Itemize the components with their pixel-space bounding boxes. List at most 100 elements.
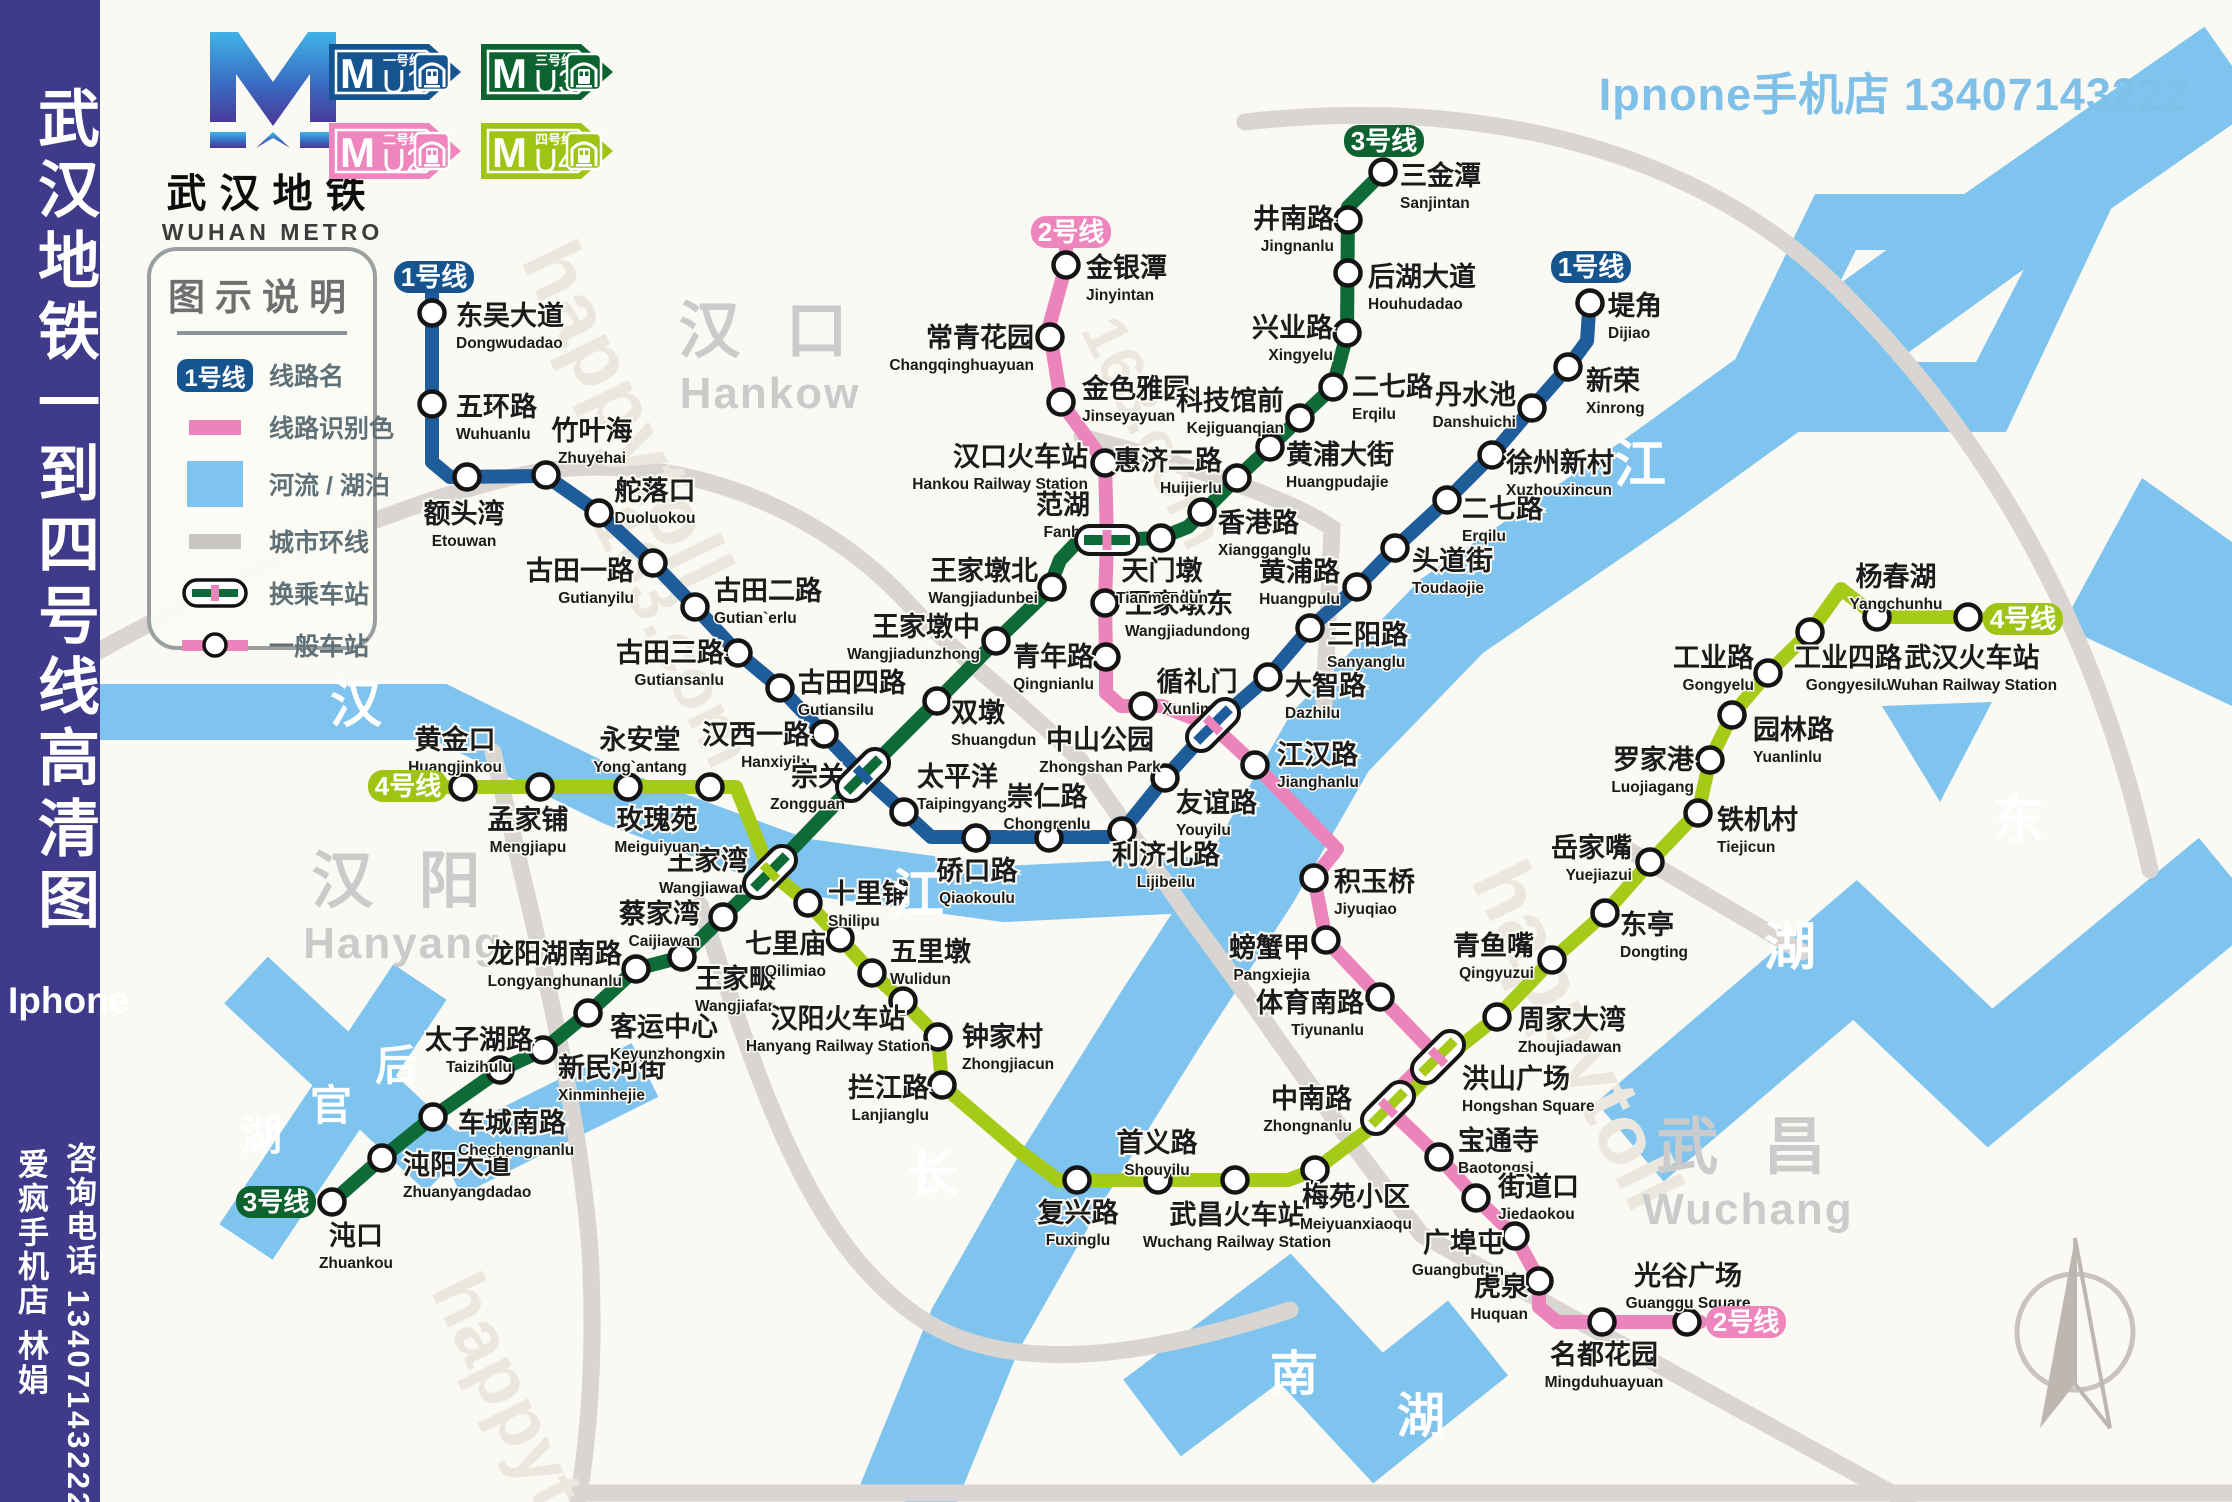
station-meiyuanxiaoqu[interactable]	[1300, 1155, 1330, 1185]
station-wangjiadunbei[interactable]	[1037, 572, 1067, 602]
station-chongrenlu[interactable]	[1034, 823, 1064, 853]
station-huangjinkou[interactable]	[448, 772, 478, 802]
transfer-station-王家湾[interactable]	[738, 840, 802, 904]
station-qingnianlu[interactable]	[1091, 642, 1121, 672]
station-huquan[interactable]	[1524, 1266, 1554, 1296]
transfer-station-中南路[interactable]	[1356, 1076, 1420, 1140]
transfer-station-宗关[interactable]	[831, 743, 895, 807]
station-dongting[interactable]	[1590, 898, 1620, 928]
station-wuchang-railway-station[interactable]	[1220, 1165, 1250, 1195]
station-yong-antang[interactable]	[613, 772, 643, 802]
station-erqilu[interactable]	[1432, 485, 1462, 515]
station-changqinghuayuan[interactable]	[1035, 322, 1065, 352]
station-sanjintan[interactable]	[1368, 157, 1398, 187]
station-hanyang-railway-station[interactable]	[888, 986, 918, 1016]
station-lanjianglu[interactable]	[927, 1070, 957, 1100]
station-meiguiyuan[interactable]	[695, 772, 725, 802]
station-label-en: Changqinghuayuan	[889, 357, 1034, 374]
station-huangpulu[interactable]	[1342, 572, 1372, 602]
station-gutiansanlu[interactable]	[723, 638, 753, 668]
station-guangbutun[interactable]	[1500, 1221, 1530, 1251]
station-label-en: Hanyang Railway Station	[746, 1038, 930, 1055]
station-label-zh: 杨春湖	[1856, 562, 1937, 592]
station-taipingyang[interactable]	[889, 797, 919, 827]
station-keyunzhongxin[interactable]	[573, 998, 603, 1028]
station-zhuanyangdadao[interactable]	[367, 1143, 397, 1173]
station-pangxiejia[interactable]	[1311, 925, 1341, 955]
station-gongyelu[interactable]	[1753, 658, 1783, 688]
station-gongyesilu[interactable]	[1795, 617, 1825, 647]
station-gutiansilu[interactable]	[765, 673, 795, 703]
station-youyilu[interactable]	[1150, 763, 1180, 793]
station-caijiawan[interactable]	[708, 902, 738, 932]
station-tianmendun[interactable]	[1146, 523, 1176, 553]
station-erqilu[interactable]	[1318, 372, 1348, 402]
station-xuzhouxincun[interactable]	[1477, 440, 1507, 470]
station-xinrong[interactable]	[1553, 352, 1583, 382]
station-xiangganglu[interactable]	[1187, 497, 1217, 527]
station-huijierlu[interactable]	[1222, 463, 1252, 493]
station-duoluokou[interactable]	[584, 498, 614, 528]
station-jingnanlu[interactable]	[1333, 205, 1363, 235]
station-longyanghunanlu[interactable]	[621, 954, 651, 984]
station-lijibeilu[interactable]	[1107, 816, 1137, 846]
station-tiyunanlu[interactable]	[1365, 982, 1395, 1012]
station-etouwan[interactable]	[452, 462, 482, 492]
station-shilipu[interactable]	[793, 888, 823, 918]
station-guanggu-square[interactable]	[1672, 1307, 1702, 1337]
station-dijiao[interactable]	[1575, 288, 1605, 318]
station-wuhuanlu[interactable]	[417, 389, 447, 419]
station-dongwudadao[interactable]	[417, 298, 447, 328]
station-tiejicun[interactable]	[1683, 798, 1713, 828]
station-taizihulu[interactable]	[485, 1055, 515, 1085]
station-jinseyayuan[interactable]	[1046, 387, 1076, 417]
station-jiyuqiao[interactable]	[1299, 863, 1329, 893]
station-huangpudajie[interactable]	[1255, 432, 1285, 462]
station-label-zh: 二七路	[1462, 493, 1544, 524]
station-zhuankou[interactable]	[317, 1187, 347, 1217]
station-dazhilu[interactable]	[1253, 662, 1283, 692]
station-zhoujiadawan[interactable]	[1482, 1002, 1512, 1032]
station-chechengnanlu[interactable]	[418, 1102, 448, 1132]
station-toudaojie[interactable]	[1380, 533, 1410, 563]
transfer-station-范湖[interactable]	[1074, 524, 1140, 556]
station-jinyintan[interactable]	[1051, 250, 1081, 280]
station-fuxinglu[interactable]	[1062, 1165, 1092, 1195]
station-qingyuzui[interactable]	[1537, 945, 1567, 975]
station-jianghanlu[interactable]	[1240, 750, 1270, 780]
station-wulidun[interactable]	[857, 958, 887, 988]
station-gutianyilu[interactable]	[638, 548, 668, 578]
station-hankou-railway-station[interactable]	[1090, 448, 1120, 478]
station-wangjiadundong[interactable]	[1090, 588, 1120, 618]
station-xinminhejie[interactable]	[528, 1035, 558, 1065]
station-kejiguanqian[interactable]	[1285, 403, 1315, 433]
station-yangchunhu[interactable]	[1862, 602, 1892, 632]
station-houhudadao[interactable]	[1333, 258, 1363, 288]
station-wangjiadunzhong[interactable]	[981, 626, 1011, 656]
transfer-station-循礼门[interactable]	[1181, 693, 1245, 757]
station-danshuichi[interactable]	[1517, 393, 1547, 423]
station-zhongshan-park[interactable]	[1128, 691, 1158, 721]
station-shouyilu[interactable]	[1143, 1165, 1173, 1195]
station-luojiagang[interactable]	[1695, 745, 1725, 775]
station-mengjiapu[interactable]	[525, 772, 555, 802]
station-hanxiyilu[interactable]	[809, 719, 839, 749]
station-mingduhuayuan[interactable]	[1587, 1307, 1617, 1337]
station-shuangdun[interactable]	[922, 686, 952, 716]
transfer-station-洪山广场[interactable]	[1406, 1025, 1470, 1089]
station-baotongsi[interactable]	[1424, 1142, 1454, 1172]
station-wangjiafan[interactable]	[667, 942, 697, 972]
station-zhongjiacun[interactable]	[923, 1022, 953, 1052]
station-qilimiao[interactable]	[825, 923, 855, 953]
station-sanyanglu[interactable]	[1295, 613, 1325, 643]
station-gutian-erlu[interactable]	[680, 592, 710, 622]
station-yuejiazui[interactable]	[1635, 847, 1665, 877]
station-xingyelu[interactable]	[1332, 318, 1362, 348]
line-badge-line3: 3号线	[1344, 125, 1424, 157]
transfer-bar	[769, 852, 790, 873]
station-zhuyehai[interactable]	[531, 460, 561, 490]
station-qiaokoulu[interactable]	[961, 823, 991, 853]
station-yuanlinlu[interactable]	[1717, 700, 1747, 730]
station-jiedaokou[interactable]	[1461, 1183, 1491, 1213]
station-wuhan-railway-station[interactable]	[1953, 602, 1983, 632]
